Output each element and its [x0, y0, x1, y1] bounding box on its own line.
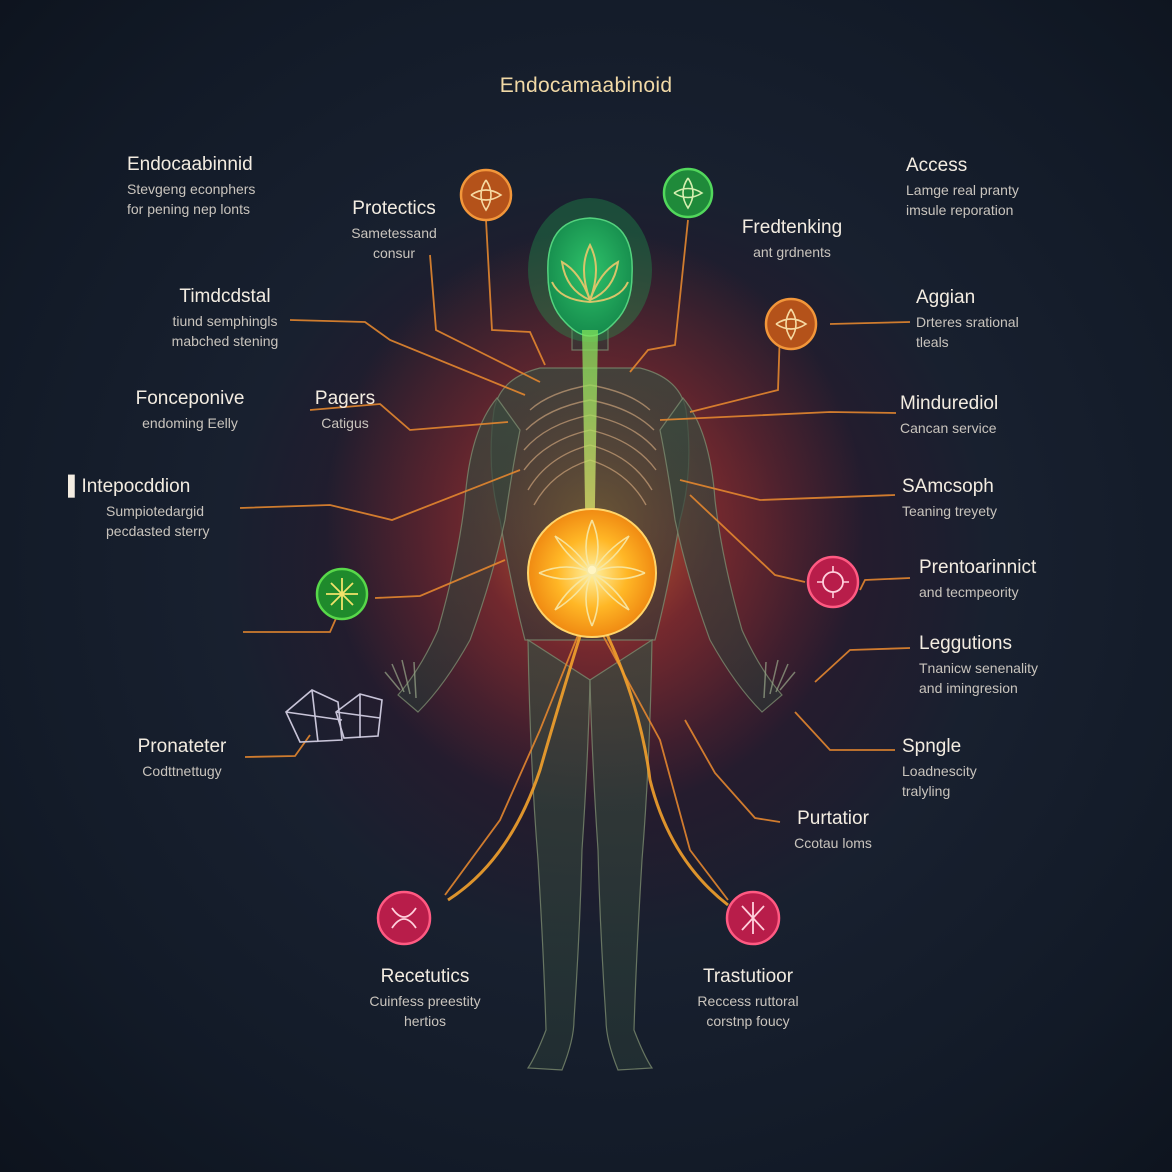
label-title: Fredtenking — [741, 217, 843, 238]
label-samcsoph: SAmcsoph Teaning treyety — [902, 476, 997, 520]
spine-beam — [582, 330, 598, 560]
label-sub: Reccess ruttoral — [697, 993, 799, 1009]
label-title: Prentoarinnict — [919, 557, 1037, 578]
label-sub: and tecmpeority — [919, 584, 1019, 600]
label-sub: Lamge real pranty — [906, 182, 1019, 198]
label-sub: tiund semphingls — [172, 313, 278, 329]
label-sub: Catigus — [321, 415, 369, 431]
label-sub: Sumpiotedargid — [106, 503, 205, 519]
label-intepocddion: ▌Intepocddion Sumpiotedargid pecdasted s… — [68, 476, 210, 540]
label-sub: mabched stening — [171, 333, 279, 349]
label-sub: Cancan service — [900, 420, 997, 436]
label-protectics: Protectics Sametessand consur — [324, 198, 464, 262]
label-recetutics: Recetutics Cuinfess preestity hertios — [345, 966, 505, 1030]
label-sub: ant grdnents — [753, 244, 831, 260]
label-title: Aggian — [916, 287, 976, 308]
flower-icon — [459, 168, 513, 222]
label-spngle: Spngle Loadnescity tralyling — [902, 736, 977, 800]
sun-flower-icon — [538, 519, 646, 627]
page-title: Endocamaabinoid — [499, 74, 673, 97]
label-prentoarinnict: Prentoarinnict and tecmpeority — [919, 557, 1036, 601]
label-sub: Sametessand — [351, 225, 437, 241]
label-sub: tleals — [916, 334, 949, 350]
label-access: Access Lamge real pranty imsule reporati… — [906, 155, 1019, 219]
leg-veins — [447, 619, 729, 907]
label-title: ▌Intepocddion — [68, 476, 191, 497]
sparkle-icon — [725, 890, 781, 946]
hands — [384, 659, 796, 699]
receptor-icon — [806, 555, 860, 609]
knot-icon — [376, 890, 432, 946]
label-sub: tralyling — [902, 783, 951, 799]
label-sub: Tnanicw senenality — [919, 660, 1039, 676]
label-sub: Teaning treyety — [902, 503, 997, 519]
flower-icon — [764, 297, 818, 351]
label-sub: Stevgeng econphers — [127, 181, 256, 197]
label-sub: Drteres srational — [916, 314, 1019, 330]
label-proscitsion — [110, 605, 248, 609]
label-title: Purtatior — [797, 808, 869, 829]
leaf-cluster-icon — [662, 167, 714, 219]
label-title: Leggutions — [919, 633, 1012, 654]
label-title: Pagers — [314, 388, 376, 409]
label-title: SAmcsoph — [902, 476, 994, 497]
label-sub: Cuinfess preestity — [369, 993, 481, 1009]
label-leggutions: Leggutions Tnanicw senenality and imingr… — [919, 633, 1038, 697]
ribcage — [523, 384, 657, 506]
label-sub: consur — [372, 245, 416, 261]
label-title: Mindurediol — [900, 393, 999, 414]
label-title: Pronateter — [137, 736, 227, 757]
label-timdcdstal: Timdcdstal tiund semphingls mabched sten… — [140, 286, 310, 350]
label-sub: corstnp foucy — [706, 1013, 790, 1029]
label-trastutioor: Trastutioor Reccess ruttoral corstnp fou… — [668, 966, 828, 1030]
label-pagers: Pagers Catigus — [300, 388, 390, 432]
label-purtatior: Purtatior Ccotau loms — [770, 808, 896, 852]
label-aggian: Aggian Drteres srational tleals — [916, 287, 1019, 351]
label-pronateter: Pronateter Codttnettugy — [118, 736, 246, 780]
lotus-icon — [551, 242, 629, 303]
label-sub: hertios — [403, 1013, 447, 1029]
starburst-icon — [315, 567, 369, 621]
label-sub: pecdasted sterry — [106, 523, 210, 539]
connectors — [239, 219, 911, 901]
crystal-icon — [285, 689, 383, 743]
label-fonceponive: Fonceponive endoming Eelly — [112, 388, 268, 432]
label-endocaabinnid: Endocaabinnid Stevgeng econphers for pen… — [127, 154, 255, 218]
label-sub: endoming Eelly — [142, 415, 238, 431]
label-sub: for pening nep lonts — [127, 201, 250, 217]
label-title: Fonceponive — [135, 388, 245, 409]
label-sub: Ccotau loms — [794, 835, 872, 851]
label-sub: and imingresion — [919, 680, 1018, 696]
label-fredtenking: Fredtenking ant grdnents — [722, 217, 862, 261]
label-title: Trastutioor — [702, 966, 794, 987]
label-title: Timdcdstal — [179, 286, 271, 307]
label-sub: imsule reporation — [906, 202, 1014, 218]
label-title: Endocaabinnid — [127, 154, 253, 175]
label-title: Recetutics — [380, 966, 470, 987]
label-title: Spngle — [902, 736, 962, 757]
label-mindurediol: Mindurediol Cancan service — [900, 393, 998, 437]
label-title: Protectics — [352, 198, 436, 219]
label-sub: Loadnescity — [902, 763, 977, 779]
label-title: Access — [906, 155, 968, 176]
label-sub: Codttnettugy — [142, 763, 222, 779]
